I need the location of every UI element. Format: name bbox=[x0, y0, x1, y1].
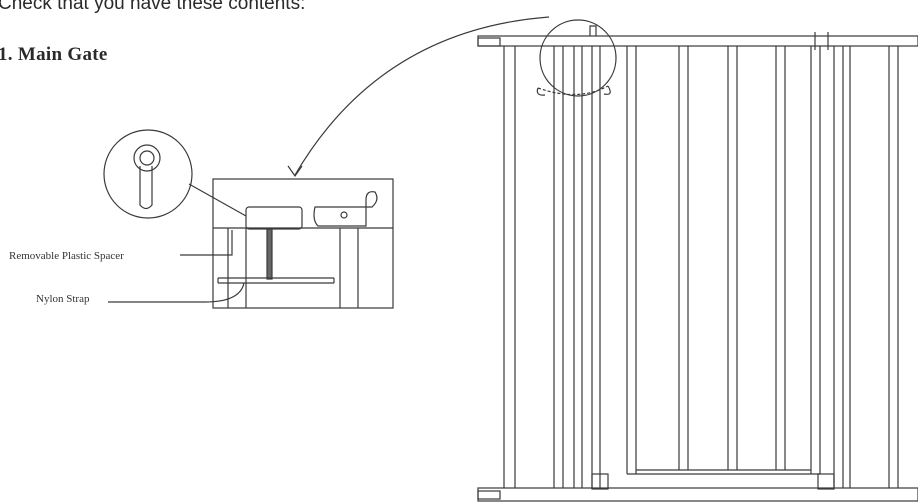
detail-arrow bbox=[294, 16, 550, 176]
magnifier-leader-line bbox=[188, 183, 247, 217]
section-heading: 1. Main Gate bbox=[0, 44, 108, 65]
gate-magnifier bbox=[536, 19, 617, 97]
main-gate-drawing bbox=[477, 25, 918, 502]
arrow-head-icon bbox=[287, 165, 303, 178]
strap-leader-line bbox=[108, 282, 245, 303]
spacer-leader-line bbox=[180, 230, 233, 256]
removable-spacer-label: Removable Plastic Spacer bbox=[9, 250, 124, 262]
intro-text: Check that you have these contents: bbox=[0, 0, 306, 14]
spacer-magnifier bbox=[103, 129, 193, 219]
hinge-detail-box bbox=[212, 178, 394, 309]
nylon-strap-label: Nylon Strap bbox=[36, 293, 90, 305]
